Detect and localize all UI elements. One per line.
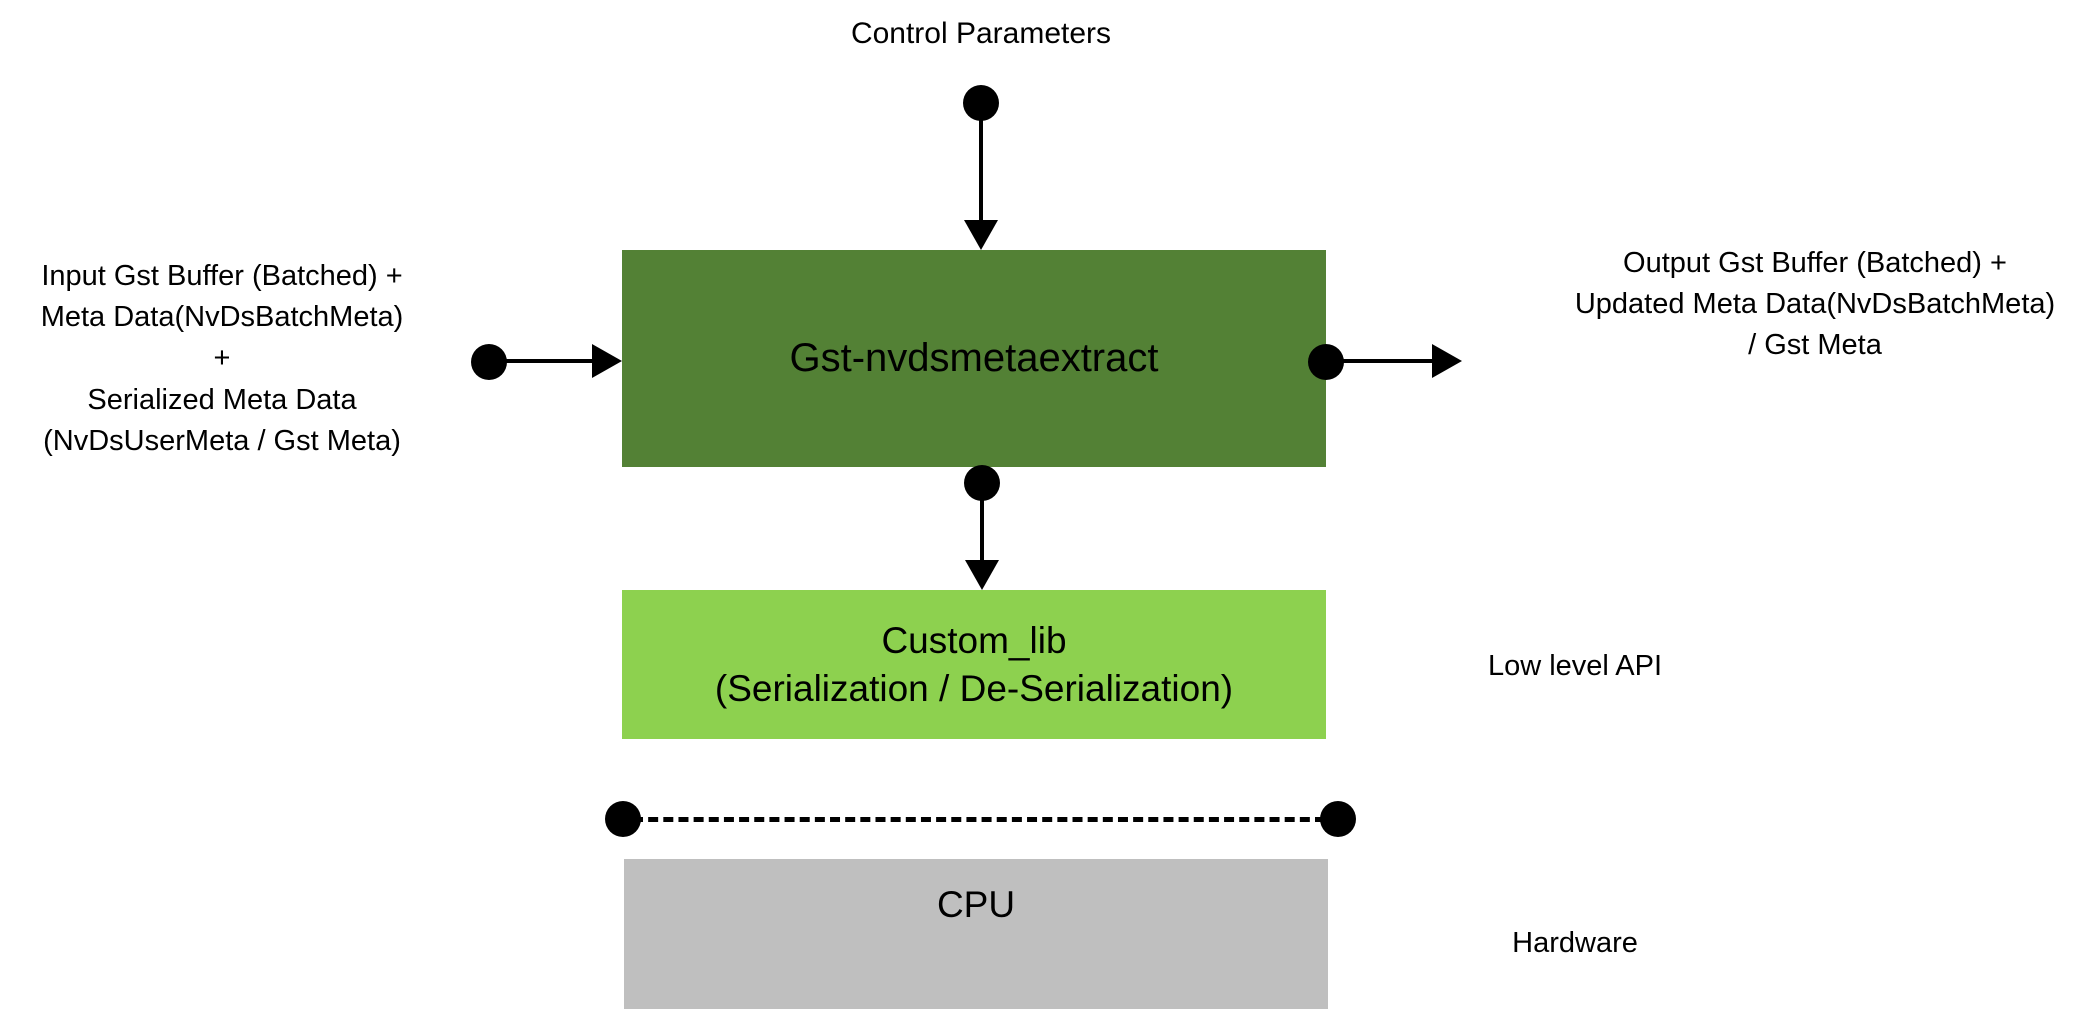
input-connector-line (489, 359, 594, 363)
control-parameters-arrowhead-icon (964, 220, 998, 250)
output-buffer-label: Output Gst Buffer (Batched) + Updated Me… (1574, 247, 2056, 362)
output-arrowhead-icon (1432, 344, 1462, 378)
custom-lib-connector-line (980, 495, 984, 565)
output-connector-line (1326, 359, 1433, 363)
cpu-title: CPU (936, 884, 1016, 925)
control-parameters-connector-line (979, 115, 983, 225)
hardware-label: Hardware (1512, 927, 1638, 959)
custom-lib-title: Custom_lib (881, 620, 1067, 662)
plugin-box-gst-nvdsmetaextract: Gst-nvdsmetaextract (622, 250, 1326, 467)
hardware-box-cpu: CPU (624, 859, 1328, 1009)
low-level-api-box-custom-lib: Custom_lib (Serialization / De-Serializa… (622, 590, 1326, 739)
custom-lib-arrowhead-icon (965, 560, 999, 590)
input-arrowhead-icon (592, 344, 622, 378)
hardware-boundary-dashed-line (633, 817, 1325, 822)
hardware-boundary-right-dot-icon (1320, 801, 1356, 837)
low-level-api-label: Low level API (1487, 650, 1663, 682)
input-buffer-label: Input Gst Buffer (Batched) + Meta Data(N… (40, 260, 404, 457)
custom-lib-subtitle: (Serialization / De-Serialization) (714, 667, 1234, 709)
control-parameters-label: Control Parameters (850, 17, 1112, 50)
plugin-box-title: Gst-nvdsmetaextract (789, 335, 1159, 380)
